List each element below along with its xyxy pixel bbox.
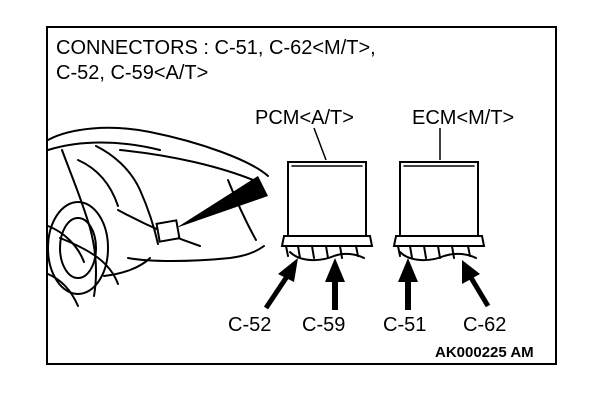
ecm-module bbox=[392, 161, 486, 262]
arrow-c59 bbox=[325, 258, 345, 310]
pcm-label: PCM<A/T> bbox=[255, 107, 354, 129]
pcm-leader-line bbox=[313, 127, 327, 161]
arrow-c52 bbox=[263, 258, 298, 310]
arrow-c62 bbox=[462, 260, 491, 308]
caption-line-1: CONNECTORS : C-51, C-62<M/T>, bbox=[56, 37, 376, 59]
connector-location-marker bbox=[155, 219, 181, 243]
figure-code: AK000225 AM bbox=[435, 344, 534, 361]
ecm-label: ECM<M/T> bbox=[412, 107, 514, 129]
caption-line-2: C-52, C-59<A/T> bbox=[56, 62, 208, 84]
connector-label-c52: C-52 bbox=[228, 314, 271, 336]
dashboard-drawing bbox=[47, 126, 269, 307]
connector-label-c59: C-59 bbox=[302, 314, 345, 336]
arrow-c51 bbox=[398, 258, 418, 310]
pcm-module bbox=[280, 161, 374, 262]
connector-label-c62: C-62 bbox=[463, 314, 506, 336]
connector-label-c51: C-51 bbox=[383, 314, 426, 336]
location-pointer-wedge bbox=[176, 176, 268, 228]
